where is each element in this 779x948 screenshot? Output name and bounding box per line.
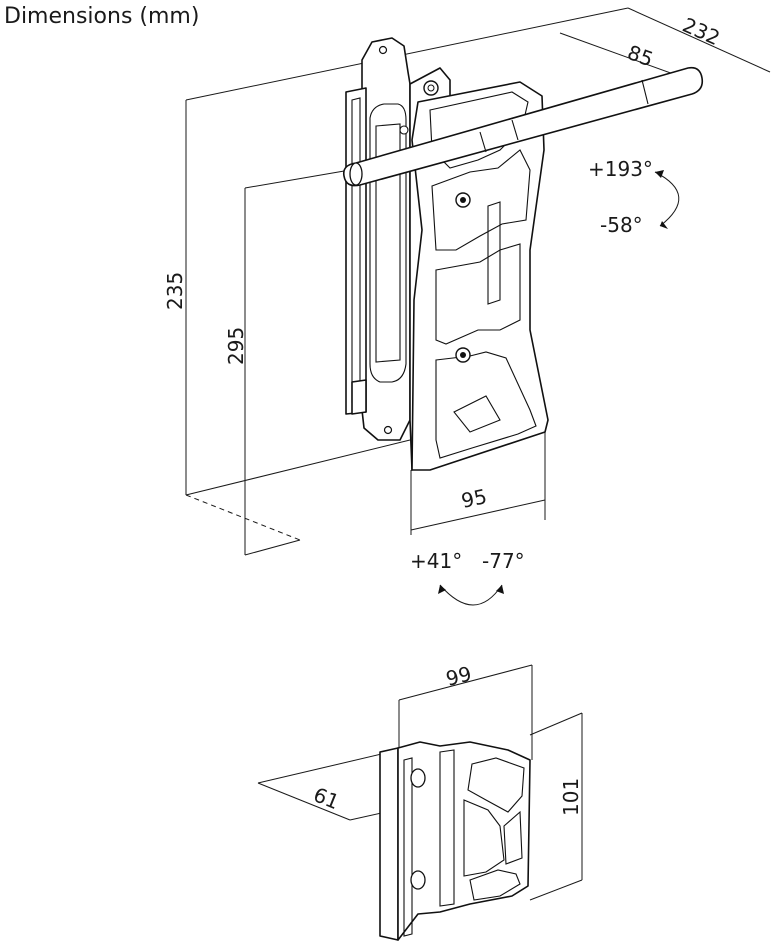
wall-plate-detail-drawing: 99 61 101: [257, 661, 583, 941]
rotation-swivel-left: +41°: [410, 549, 462, 573]
dim-label-wall-plate-depth: 61: [310, 782, 343, 814]
dim-label-wall-plate-height: 101: [559, 778, 583, 816]
swivel-arc-icon: [438, 584, 504, 606]
diagram-title: Dimensions (mm): [4, 4, 200, 29]
dim-label-overall-depth: 232: [679, 13, 724, 50]
dimension-lines: [185, 7, 771, 556]
dim-label-plate-height: 235: [163, 272, 187, 310]
rotation-tilt-up: +193°: [588, 157, 653, 181]
vesa-plate: [411, 81, 549, 471]
rotation-swivel-right: -77°: [482, 549, 525, 573]
wall-plate: [345, 37, 411, 441]
dim-label-pivot-height: 295: [224, 327, 248, 365]
wall-plate-detail: [379, 741, 531, 941]
dim-label-rod-offset: 85: [624, 40, 656, 71]
mount-assembly-drawing: 232 85 235 295 95 +193° -58° +41° -77°: [163, 7, 771, 606]
tilt-arc-icon: [654, 170, 680, 229]
pivot-rod: [342, 66, 704, 187]
rotation-tilt-down: -58°: [600, 213, 643, 237]
dim-label-wall-plate-width: 99: [443, 661, 474, 690]
dim-label-plate-width: 95: [459, 484, 489, 513]
